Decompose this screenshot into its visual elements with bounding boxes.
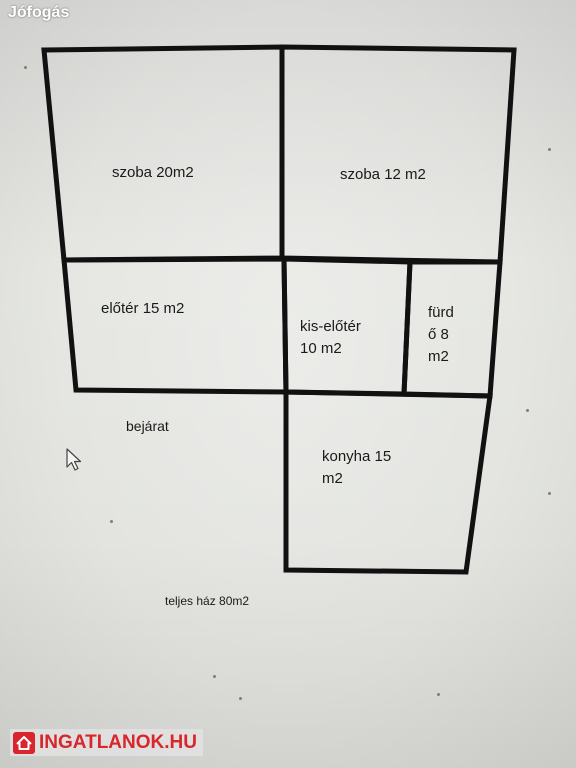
dust-speck (548, 148, 551, 151)
ingatlanok-logo: INGATLANOK.HU (10, 729, 203, 756)
dust-speck (213, 675, 216, 678)
room-label-eloter: előtér 15 m2 (101, 300, 185, 317)
room-outline-eloter (61, 256, 289, 395)
room-label-szoba-20: szoba 20m2 (112, 164, 194, 181)
room-label-kis-eloter: kis-előtér 10 m2 (300, 318, 361, 357)
house-icon (13, 731, 35, 754)
dust-speck (526, 409, 529, 412)
dust-speck (548, 492, 551, 495)
dust-speck (24, 66, 27, 69)
room-outline-szoba-20 (41, 44, 285, 263)
mouse-pointer-icon (66, 448, 82, 477)
total-area-label: teljes ház 80m2 (165, 594, 250, 608)
room-label-furdo: fürd ő 8 m2 (428, 304, 454, 365)
dust-speck (239, 697, 242, 700)
room-outline-szoba-12 (279, 44, 517, 265)
dust-speck (437, 693, 440, 696)
room-outline-konyha (283, 389, 493, 575)
room-label-szoba-12: szoba 12 m2 (340, 166, 426, 183)
dust-speck (110, 520, 113, 523)
room-label-konyha: konyha 15 m2 (322, 448, 392, 487)
ingatlanok-logo-text: INGATLANOK.HU (39, 731, 197, 753)
entrance-label: bejárat (126, 418, 169, 434)
jofogas-watermark: Jófogás (8, 4, 70, 21)
